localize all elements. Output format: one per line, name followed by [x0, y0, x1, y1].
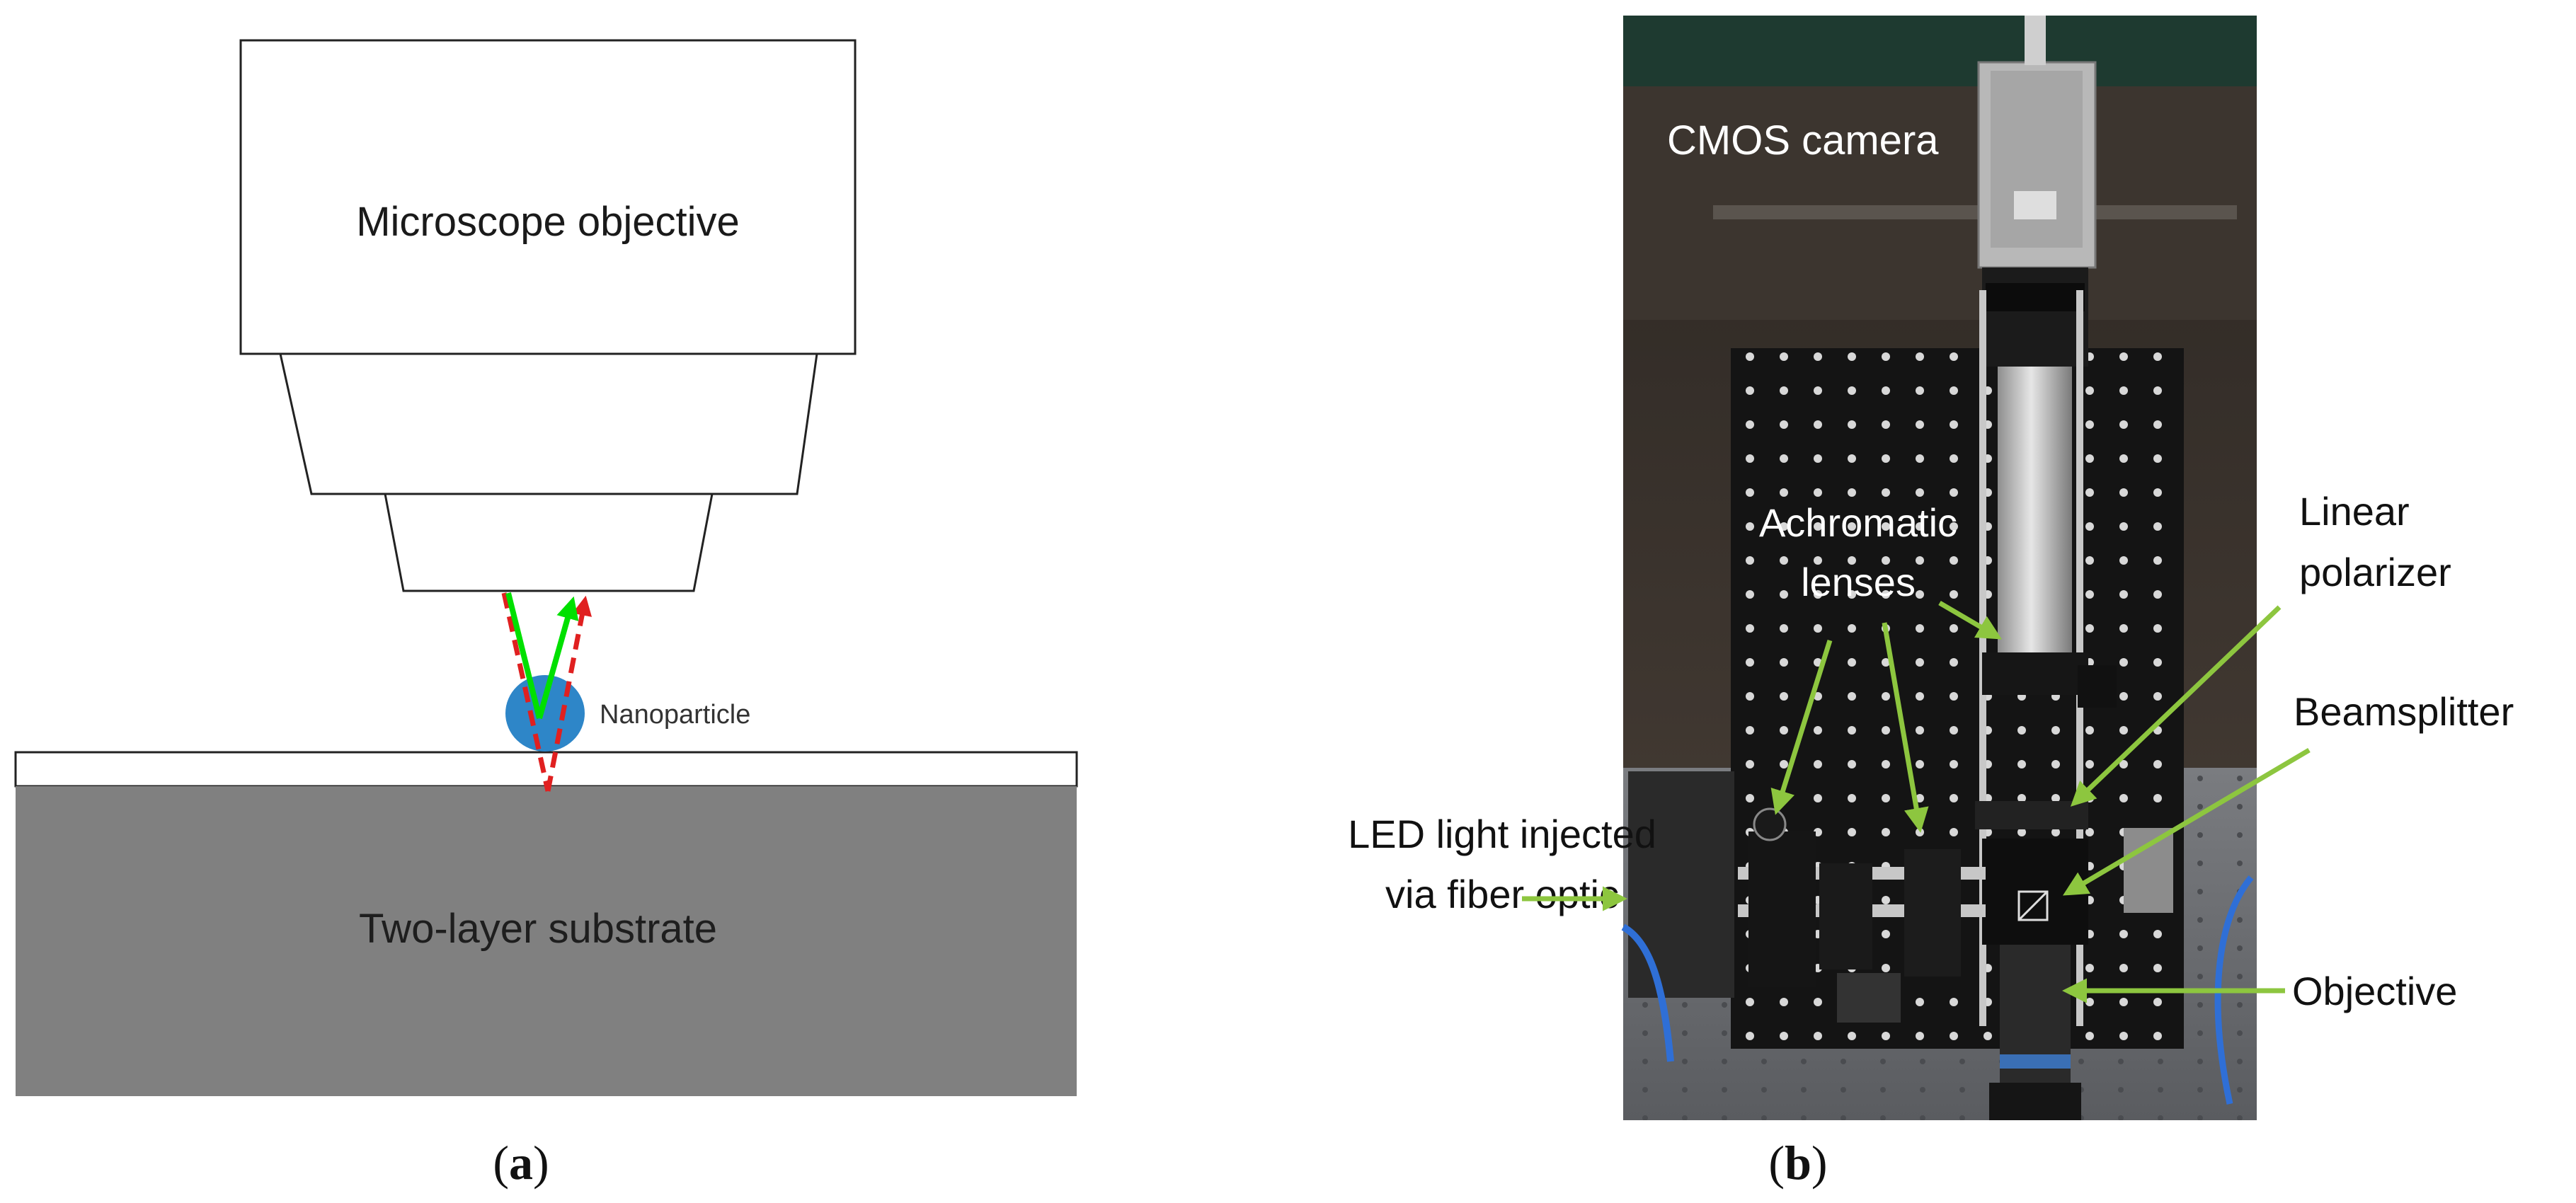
green-ray-incident: [505, 592, 542, 719]
arrow-linear-polarizer: [2070, 605, 2282, 807]
objective-body: [239, 39, 857, 355]
objective-nosepiece: [279, 352, 818, 495]
optical-tube: [1998, 367, 2072, 664]
arrow-achromatic-left: [1770, 639, 1833, 815]
panel-b: CMOS camera Achromatic lenses Linear pol…: [1348, 16, 2514, 1190]
label-objective: Objective: [2292, 969, 2457, 1013]
objective-tip: [384, 493, 714, 592]
panel-a: Microscope objective Two-layer substrate…: [14, 39, 1078, 1190]
substrate-top-layer: [14, 751, 1078, 788]
caption-b: (b): [1768, 1136, 1827, 1190]
label-beamsplitter: Beamsplitter: [2294, 689, 2514, 734]
nanoparticle: [505, 675, 585, 752]
arrow-achromatic-right: [1882, 622, 1929, 833]
green-ray-reflected: [537, 596, 579, 720]
arrow-achromatic-tube: [1938, 600, 2003, 640]
label-achromatic-2: lenses: [1801, 560, 1916, 604]
label-linear-1: Linear: [2299, 489, 2410, 534]
label-linear-2: polarizer: [2299, 550, 2451, 594]
objective-label: Microscope objective: [356, 199, 740, 245]
substrate-label: Two-layer substrate: [359, 906, 717, 952]
label-led-2: via fiber optic: [1385, 872, 1619, 916]
setup-photo: [1621, 16, 2257, 1120]
nanoparticle-label: Nanoparticle: [600, 700, 750, 730]
red-ray-incident: [501, 592, 551, 792]
caption-a: (a): [493, 1136, 549, 1190]
substrate-bottom-layer: [16, 786, 1077, 1096]
red-ray-reflected: [545, 595, 593, 792]
arrow-beamsplitter: [2062, 747, 2311, 896]
label-achromatic-1: Achromatic: [1759, 500, 1957, 545]
label-led-1: LED light injected: [1348, 812, 1656, 856]
pointer-arrows: [1522, 600, 2311, 1003]
label-cmos-camera: CMOS camera: [1667, 117, 1939, 163]
